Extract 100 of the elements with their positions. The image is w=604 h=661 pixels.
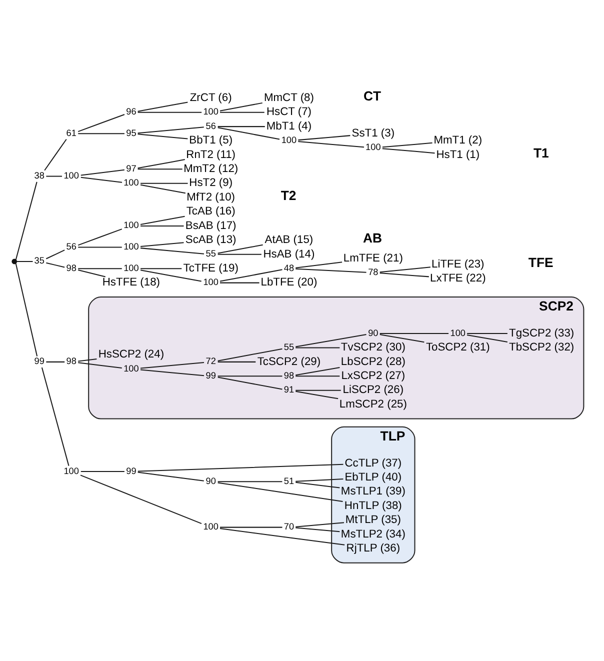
node-text: HsCT (7) xyxy=(266,106,312,118)
node-text: BsAB (17) xyxy=(185,219,236,232)
node-text: 98 xyxy=(284,370,294,380)
node-text: 91 xyxy=(284,384,294,394)
connector xyxy=(218,376,282,390)
node-text: 55 xyxy=(206,248,216,258)
node-text: AtAB (15) xyxy=(264,234,314,246)
connector xyxy=(78,269,106,277)
node-text: TbSCP2 (32) xyxy=(509,341,574,354)
connector xyxy=(296,526,340,532)
node-text: HsAB (14) xyxy=(263,248,315,260)
connector xyxy=(140,268,182,269)
connector xyxy=(220,268,282,282)
node-text: 100 xyxy=(64,170,79,180)
node-text: 99 xyxy=(126,465,136,476)
node-text: 61 xyxy=(66,127,76,138)
node-text: 100 xyxy=(64,465,79,476)
connector xyxy=(80,474,202,524)
node-text: HsT2 (9) xyxy=(189,176,233,189)
connector xyxy=(78,268,122,269)
connector xyxy=(78,228,122,246)
connector xyxy=(138,133,188,139)
node-text: HnTLP (38) xyxy=(344,499,402,512)
node-text: 90 xyxy=(206,475,216,486)
connector xyxy=(296,375,340,376)
node-text: 98 xyxy=(66,262,76,272)
connector xyxy=(78,246,122,248)
connector xyxy=(15,262,38,356)
node-text: HsTFE (18) xyxy=(102,276,160,288)
connector xyxy=(218,126,280,140)
node-text: RnT2 (11) xyxy=(186,148,236,160)
connector xyxy=(296,346,340,348)
connector xyxy=(140,182,188,184)
node-text: MmT1 (2) xyxy=(434,134,482,146)
node-text: ToSCP2 (31) xyxy=(426,341,490,354)
label: AB xyxy=(363,230,382,246)
node-text: 99 xyxy=(34,356,44,366)
connector xyxy=(296,390,338,399)
connector xyxy=(220,111,264,112)
node-text: TvSCP2 (30) xyxy=(340,341,406,354)
connector xyxy=(382,148,435,154)
node-text: MmT2 (12) xyxy=(184,162,238,175)
connector xyxy=(296,334,366,347)
node-text: 48 xyxy=(284,262,294,272)
node-text: 100 xyxy=(203,106,218,116)
connector xyxy=(296,261,342,268)
connector xyxy=(296,268,366,272)
connector xyxy=(218,360,256,362)
node-text: 100 xyxy=(203,276,218,287)
node-text: SsT1 (3) xyxy=(352,127,395,140)
node-text: 100 xyxy=(124,241,139,252)
connector xyxy=(78,358,97,362)
connector xyxy=(296,478,344,482)
node-text: TcAB (16) xyxy=(186,205,236,218)
label: TFE xyxy=(528,254,554,270)
node-text: LiSCP2 (26) xyxy=(342,384,404,396)
connector xyxy=(15,181,38,260)
connector xyxy=(218,253,262,254)
node-text: 56 xyxy=(206,120,216,130)
connector xyxy=(140,368,204,376)
node-text: 100 xyxy=(366,142,381,152)
connector xyxy=(80,176,122,182)
connector xyxy=(140,247,204,254)
connector xyxy=(46,360,65,362)
node-text: 51 xyxy=(284,475,294,486)
connector xyxy=(380,266,430,272)
connector xyxy=(138,111,202,112)
node-text: LxTFE (22) xyxy=(430,272,486,284)
connector xyxy=(140,224,184,226)
node-text: 35 xyxy=(34,255,44,266)
connector xyxy=(44,138,67,170)
connector xyxy=(296,522,344,527)
node-text: LmSCP2 (25) xyxy=(339,398,407,410)
label: CT xyxy=(364,88,382,104)
connector xyxy=(218,480,282,482)
node-text: MbT1 (4) xyxy=(266,120,312,132)
connector xyxy=(218,482,343,502)
connector xyxy=(140,184,186,194)
connector xyxy=(218,375,282,376)
node-text: 72 xyxy=(206,356,216,366)
node-text: 99 xyxy=(206,370,216,380)
connector xyxy=(218,348,282,361)
connector xyxy=(138,168,182,170)
connector xyxy=(220,282,260,283)
node-text: 100 xyxy=(203,521,218,532)
connector xyxy=(140,269,202,282)
connector xyxy=(138,471,204,481)
connector xyxy=(78,132,124,134)
connector xyxy=(46,262,65,268)
connector xyxy=(80,168,124,176)
node-text: MsTLP2 (34) xyxy=(340,528,406,540)
connector xyxy=(138,463,344,472)
connector xyxy=(78,362,122,368)
node-text: 56 xyxy=(66,241,76,252)
connector xyxy=(296,366,340,376)
node-text: LxSCP2 (27) xyxy=(341,369,406,382)
node-text: LmTFE (21) xyxy=(343,252,403,264)
node-text: 70 xyxy=(284,521,294,532)
node-text: ZrCT (6) xyxy=(190,92,232,104)
connector xyxy=(380,332,449,334)
